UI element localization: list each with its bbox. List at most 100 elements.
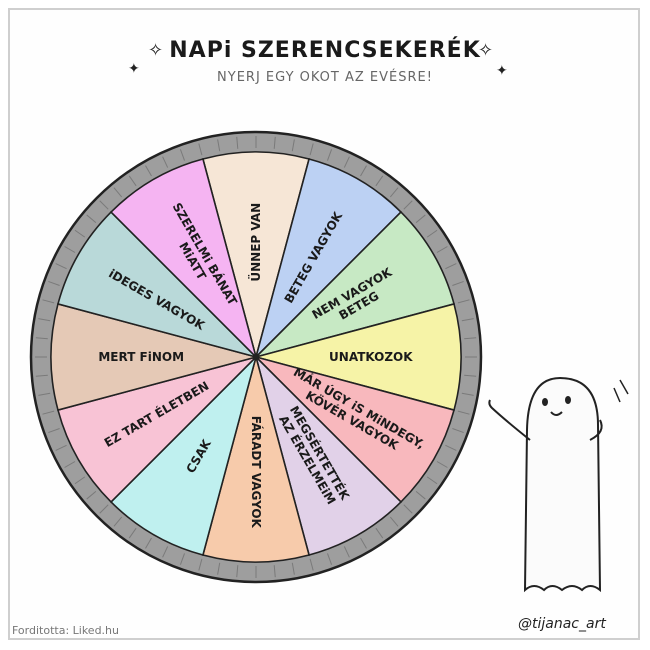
rim-tick: [360, 165, 367, 177]
rim-tick: [35, 374, 48, 377]
rim-tick: [415, 490, 426, 500]
rim-tick: [38, 392, 51, 396]
rim-tick: [35, 337, 48, 340]
ghost-character: [488, 376, 629, 593]
rim-tick: [198, 143, 203, 156]
rim-tick: [464, 337, 477, 340]
rim-tick: [162, 546, 169, 558]
wheel-segment[interactable]: [253, 355, 455, 504]
rim-tick: [86, 490, 97, 500]
rim-tick: [74, 476, 86, 485]
rim-tick: [64, 246, 76, 253]
rim-tick: [179, 149, 185, 161]
rim-tick: [64, 461, 76, 468]
wheel-segment[interactable]: [253, 210, 455, 359]
rim-tick: [128, 527, 137, 539]
rim-tick: [38, 318, 51, 322]
rim-tick: [99, 504, 109, 514]
rim-tick: [445, 263, 457, 270]
wheel-segment[interactable]: [201, 151, 311, 361]
rim-tick: [291, 139, 295, 152]
rim-tick: [426, 476, 438, 485]
rim-tick: [113, 516, 123, 527]
rim-tick: [217, 139, 221, 152]
rim-tick: [457, 299, 470, 304]
rim-tick: [461, 392, 474, 396]
sparkle-icon: ✦: [496, 63, 508, 79]
rim-tick: [403, 504, 413, 514]
segment-label-line: MERT FiNOM: [98, 350, 184, 364]
translation-credit: Forditotta: Liked.hu: [12, 624, 119, 637]
wheel-segment[interactable]: [57, 355, 259, 504]
rim-tick: [452, 428, 464, 434]
wheel-segment[interactable]: [109, 354, 258, 556]
comic-subtitle: NYERJ EGY OKOT AZ EVÉSRE!: [217, 70, 433, 85]
rim-tick: [128, 175, 137, 187]
rim-tick: [48, 428, 60, 434]
rim-tick: [445, 444, 457, 451]
rim-tick: [55, 444, 67, 451]
rim-tick: [162, 156, 169, 168]
rim-tick: [236, 136, 239, 149]
wheel-segment[interactable]: [254, 158, 403, 360]
wheel-segment[interactable]: [109, 158, 258, 360]
sparkle-icon: ✦: [128, 61, 140, 77]
rim-tick: [273, 136, 276, 149]
rim-tick: [343, 156, 350, 168]
rim-tick: [452, 280, 464, 286]
rim-ticks: [35, 136, 477, 578]
rim-tick: [74, 229, 86, 238]
wheel-center: [253, 354, 259, 360]
rim-tick: [99, 200, 109, 210]
rim-tick: [291, 562, 295, 575]
wheel-segment[interactable]: [252, 302, 462, 412]
comic-title: NAPi SZERENCSEKERÉK: [169, 38, 481, 63]
segment-label-line: FÁRADT VAGYOK: [250, 416, 265, 529]
rim-tick: [375, 527, 384, 539]
rim-tick: [42, 410, 55, 415]
rim-tick: [389, 516, 399, 527]
rim-tick: [42, 299, 55, 304]
rim-tick: [327, 149, 333, 161]
segment-label: ÜNNEP VAN: [248, 203, 263, 282]
rim-tick: [273, 565, 276, 578]
rim-tick: [179, 553, 185, 565]
segment-label: UNATKOZOK: [329, 350, 413, 364]
rim-tick: [327, 553, 333, 565]
rim-tick: [403, 200, 413, 210]
rim-tick: [86, 214, 97, 224]
wheel-segments: [50, 151, 462, 563]
rim-tick: [360, 537, 367, 549]
rim-tick: [217, 562, 221, 575]
segment-label: FÁRADT VAGYOK: [250, 416, 265, 529]
wheel-segment[interactable]: [201, 353, 311, 563]
rim-tick: [55, 263, 67, 270]
rim-tick: [113, 187, 123, 198]
rim-tick: [464, 374, 477, 377]
rim-tick: [309, 558, 314, 571]
segment-label-line: ÜNNEP VAN: [248, 203, 263, 282]
rim-tick: [436, 246, 448, 253]
rim-tick: [145, 537, 152, 549]
rim-tick: [145, 165, 152, 177]
wheel-segment[interactable]: [50, 302, 260, 412]
rim-tick: [389, 187, 399, 198]
rim-tick: [236, 565, 239, 578]
rim-tick: [343, 546, 350, 558]
sparkle-icon: ✧: [478, 40, 494, 61]
wheel-segment[interactable]: [57, 210, 259, 359]
rim-tick: [461, 318, 474, 322]
rim-tick: [457, 410, 470, 415]
rim-tick: [48, 280, 60, 286]
sparkle-icon: ✧: [148, 40, 164, 61]
rim-tick: [375, 175, 384, 187]
segment-label: MERT FiNOM: [98, 350, 184, 364]
rim-tick: [198, 558, 203, 571]
wheel-segment[interactable]: [254, 354, 403, 556]
rim-tick: [426, 229, 438, 238]
rim-tick: [309, 143, 314, 156]
segment-label-line: UNATKOZOK: [329, 350, 413, 364]
rim-tick: [436, 461, 448, 468]
rim-tick: [415, 214, 426, 224]
